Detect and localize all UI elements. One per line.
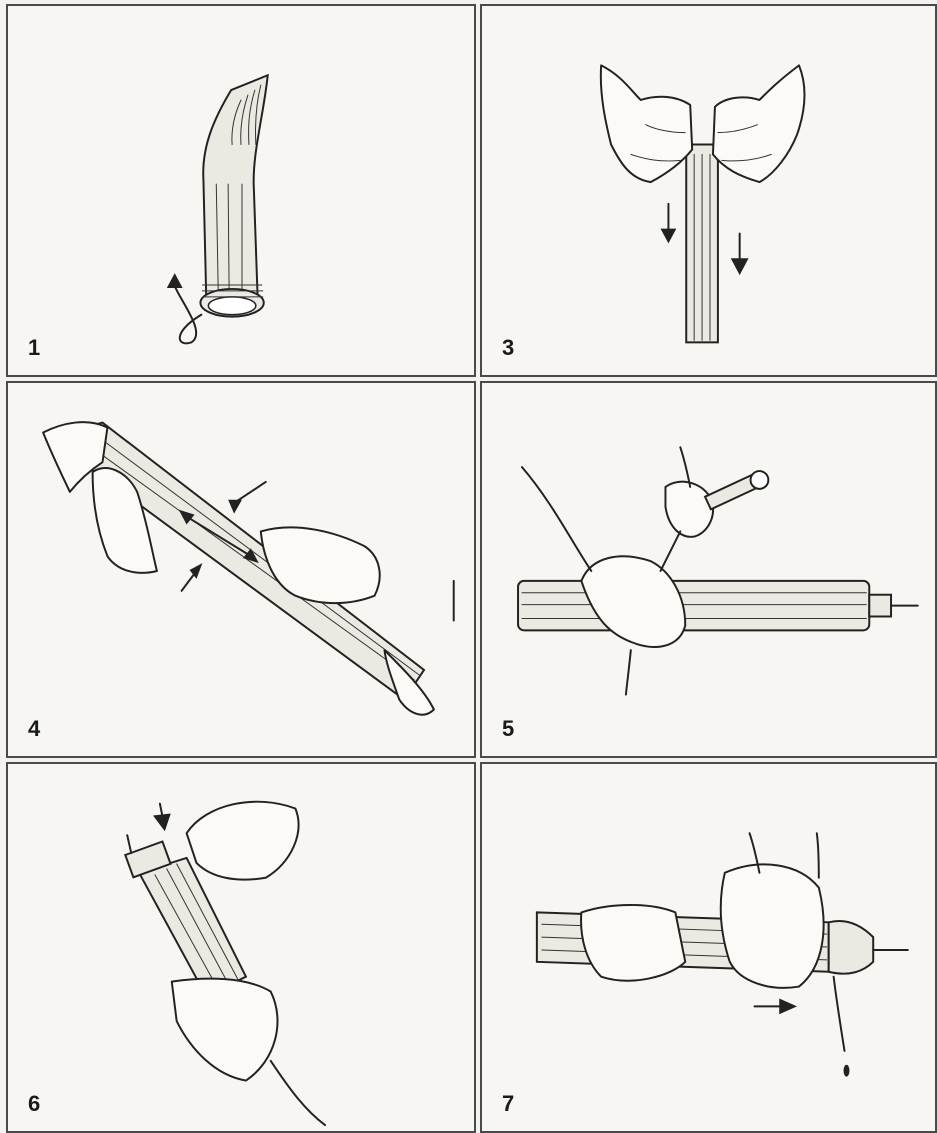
step-number: 7 [502, 1091, 514, 1117]
panel-5: 5 [480, 381, 937, 758]
step-number: 1 [28, 335, 40, 361]
step-number: 3 [502, 335, 514, 361]
panel-7: 7 [480, 762, 937, 1133]
panel-6: 6 [6, 762, 476, 1133]
panel-4: 4 [6, 381, 476, 758]
step-number: 4 [28, 716, 40, 742]
hand-holding-tube-and-tool-illustration [482, 383, 935, 756]
hands-squeezing-tube-illustration [8, 383, 474, 756]
panel-1: 1 [6, 4, 476, 377]
hands-fitting-cap-illustration [8, 764, 474, 1131]
condom-unrolled-illustration [8, 6, 474, 375]
step-number: 6 [28, 1091, 40, 1117]
step-number: 5 [502, 716, 514, 742]
hands-squeezing-fluid-illustration [482, 764, 935, 1131]
two-hands-pulling-down-illustration [482, 6, 935, 375]
panel-3: 3 [480, 4, 937, 377]
